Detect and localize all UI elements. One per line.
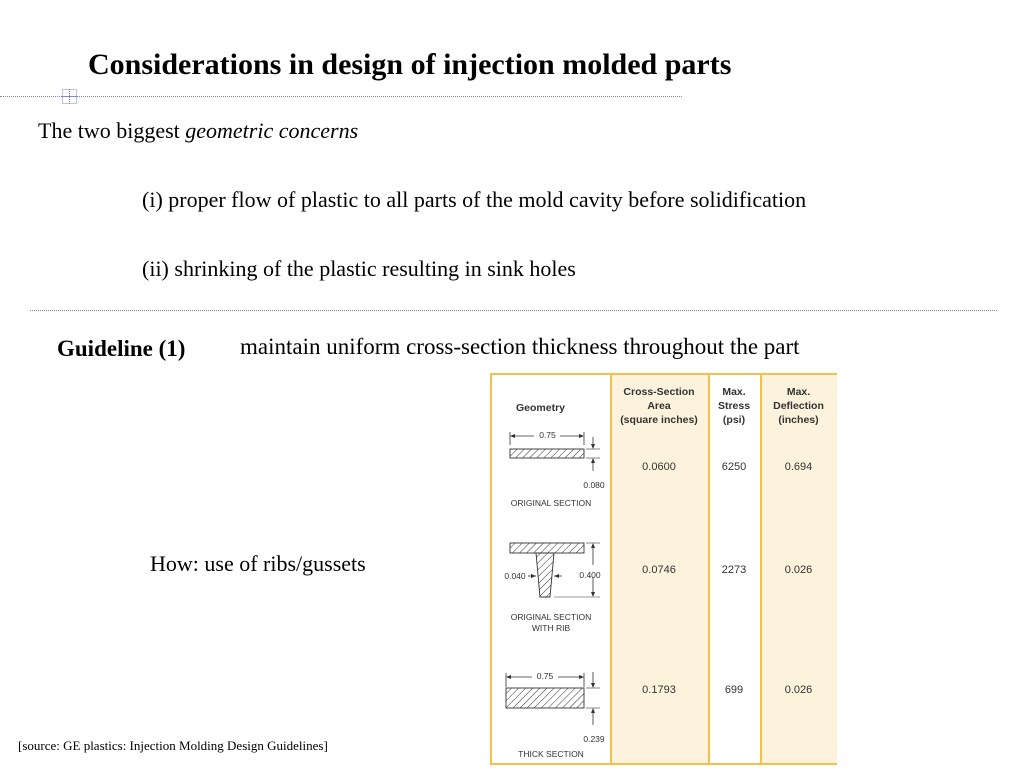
- deflection-value: 0.026: [784, 564, 813, 576]
- original-section-drawing: [509, 432, 600, 471]
- column-divider: [610, 375, 612, 763]
- dim-height-label: 0.239: [583, 734, 605, 744]
- stress-value: 6250: [721, 461, 747, 473]
- divider-ornament-icon: [62, 89, 77, 104]
- intro-line: The two biggest geometric concerns: [38, 118, 358, 144]
- dim-rib-label: 0.040: [504, 571, 526, 581]
- header-deflection: Max. Deflection (inches): [773, 386, 824, 426]
- area-value: 0.0746: [642, 564, 676, 576]
- area-value: 0.1793: [642, 684, 676, 696]
- stress-value: 2273: [721, 564, 747, 576]
- dim-width-label: 0.75: [536, 671, 554, 681]
- concern-item: (i) proper flow of plastic to all parts …: [142, 187, 807, 212]
- section-divider: [30, 310, 997, 311]
- row-caption: WITH RIB: [531, 623, 571, 633]
- cross-section-comparison-table: Geometry Cross-Section Area (square inch…: [490, 373, 837, 765]
- how-note: How: use of ribs/gussets: [150, 551, 366, 576]
- header-area: Cross-Section Area (square inches): [620, 386, 698, 426]
- column-divider: [760, 375, 762, 763]
- page-title: Considerations in design of injection mo…: [88, 48, 732, 81]
- header-stress: Max. Stress (psi): [717, 386, 751, 426]
- concern-item: (ii) shrinking of the plastic resulting …: [142, 256, 576, 281]
- guideline-text: maintain uniform cross-section thickness…: [240, 334, 800, 359]
- header-geometry: Geometry: [516, 402, 566, 414]
- area-column-shade: [610, 375, 708, 763]
- intro-prefix: The two biggest: [38, 118, 180, 143]
- deflection-value: 0.694: [784, 461, 813, 473]
- row-caption: ORIGINAL SECTION: [510, 498, 592, 508]
- row-caption: THICK SECTION: [518, 749, 584, 759]
- dim-width-label: 0.75: [539, 430, 556, 440]
- column-divider: [708, 375, 710, 763]
- rib-section-drawing: [509, 542, 600, 598]
- thick-section-drawing: [505, 672, 600, 725]
- deflection-column-shade: [760, 375, 837, 763]
- geometry-drawings: [505, 432, 600, 725]
- title-divider: [0, 96, 682, 97]
- stress-value: 699: [724, 684, 744, 696]
- dim-height-label: 0.400: [579, 570, 601, 580]
- area-value: 0.0600: [642, 461, 676, 473]
- guideline-label: Guideline (1): [57, 336, 186, 361]
- dim-height-label: 0.080: [583, 480, 605, 490]
- row-caption: ORIGINAL SECTION: [510, 612, 592, 622]
- intro-emphasis: geometric concerns: [185, 118, 359, 143]
- source-citation: [source: GE plastics: Injection Molding …: [18, 738, 328, 753]
- deflection-value: 0.026: [784, 684, 813, 696]
